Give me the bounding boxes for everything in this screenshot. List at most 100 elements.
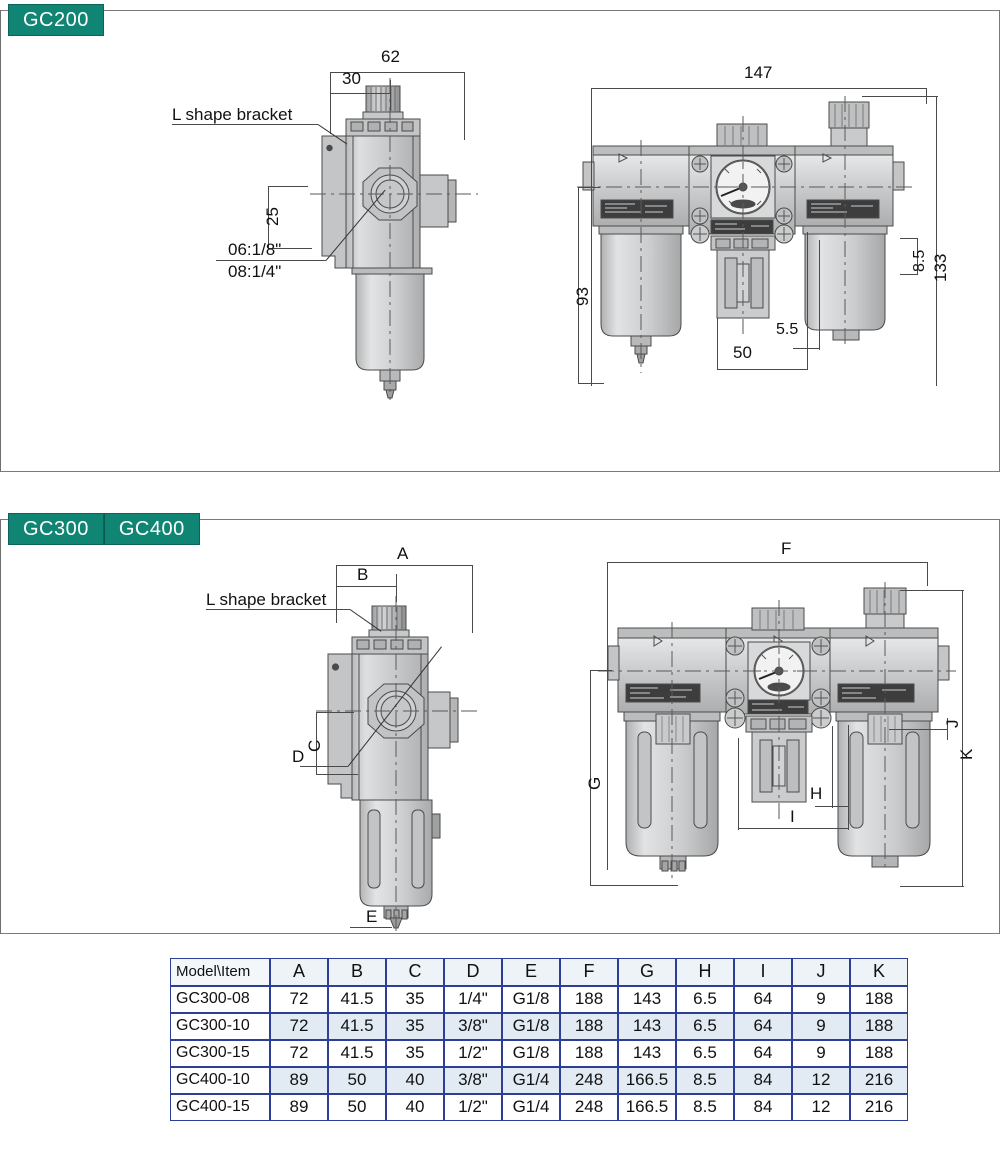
- dim-label-25: 25: [263, 207, 282, 226]
- drawing-gc300-frl-assembly: [598, 582, 956, 880]
- dim-ext-j-right: [947, 718, 948, 740]
- dim-ext-g-top: [590, 670, 612, 671]
- callout-underline-port: [216, 260, 326, 261]
- callout-port-06: 06:1/8": [228, 240, 282, 259]
- cell-model: GC400-10: [170, 1067, 270, 1094]
- dim-ext-h-mid: [832, 726, 833, 808]
- table-row: GC300-10 72 41.5 35 3/8" G1/8 188 143 6.…: [170, 1013, 908, 1040]
- cell-g: 143: [618, 986, 676, 1013]
- dim-label-f: F: [781, 539, 792, 558]
- cell-f: 188: [560, 986, 618, 1013]
- dim-ext-b-right: [396, 574, 397, 602]
- dim-line-f: [607, 562, 927, 563]
- dim-ext-i-right: [848, 725, 849, 830]
- cell-d: 1/2": [444, 1040, 502, 1067]
- cell-model: GC400-15: [170, 1094, 270, 1121]
- dim-label-d: D: [292, 747, 305, 766]
- cell-e: G1/4: [502, 1094, 560, 1121]
- dim-ext-f-left: [607, 562, 608, 870]
- dim-line-25: [268, 186, 269, 248]
- cell-j: 9: [792, 1013, 850, 1040]
- dim-label-g: G: [585, 776, 604, 790]
- cell-h: 8.5: [676, 1067, 734, 1094]
- dim-ext-c-top: [316, 712, 354, 713]
- cell-i: 64: [734, 1013, 792, 1040]
- dim-line-b: [336, 586, 396, 587]
- dim-label-b: B: [357, 565, 369, 584]
- dim-ext-62-right: [464, 72, 465, 140]
- cell-a: 89: [270, 1067, 328, 1094]
- th-a: A: [270, 958, 328, 986]
- dim-label-50: 50: [733, 343, 752, 362]
- cell-i: 84: [734, 1067, 792, 1094]
- panel-gc300-gc400: [0, 519, 1000, 934]
- drawing-gc300-single-unit: [316, 596, 480, 933]
- th-j: J: [792, 958, 850, 986]
- cell-k: 216: [850, 1094, 908, 1121]
- cell-e: G1/8: [502, 986, 560, 1013]
- cell-model: GC300-08: [170, 986, 270, 1013]
- dim-label-c: C: [305, 739, 324, 752]
- cell-h: 6.5: [676, 1013, 734, 1040]
- cell-j: 9: [792, 1040, 850, 1067]
- cell-a: 72: [270, 1040, 328, 1067]
- cell-h: 8.5: [676, 1094, 734, 1121]
- dim-ext-g-bot: [590, 885, 678, 886]
- tab-gc200[interactable]: GC200: [8, 4, 104, 36]
- tab-gc300[interactable]: GC300: [8, 513, 104, 545]
- dim-ext-a-left: [336, 565, 337, 623]
- cell-i: 64: [734, 1040, 792, 1067]
- dim-line-i: [738, 828, 848, 829]
- dim-ext-62-left: [330, 72, 331, 134]
- dim-label-h: H: [810, 784, 823, 803]
- th-i: I: [734, 958, 792, 986]
- dim-line-g: [590, 670, 591, 885]
- dim-ext-93-top: [578, 187, 600, 188]
- cell-d: 3/8": [444, 1067, 502, 1094]
- cell-g: 166.5: [618, 1094, 676, 1121]
- dim-label-j: J: [943, 719, 962, 729]
- dim-label-93: 93: [573, 287, 592, 306]
- cell-i: 64: [734, 986, 792, 1013]
- th-d: D: [444, 958, 502, 986]
- dim-line-50: [717, 369, 807, 370]
- cell-model: GC300-10: [170, 1013, 270, 1040]
- specification-table: Model\Item A B C D E F G H I J K GC300-0…: [170, 958, 908, 1121]
- cell-k: 188: [850, 986, 908, 1013]
- tab-gc400[interactable]: GC400: [103, 513, 200, 545]
- cell-d: 1/4": [444, 986, 502, 1013]
- dim-label-i: I: [790, 807, 795, 826]
- cell-i: 84: [734, 1094, 792, 1121]
- th-h: H: [676, 958, 734, 986]
- dim-label-e: E: [366, 907, 378, 926]
- dim-ext-f-right: [927, 562, 928, 586]
- dim-ext-k-top: [900, 590, 964, 591]
- dim-line-c: [316, 712, 317, 774]
- callout-l-shape-bracket-gc200: L shape bracket: [172, 105, 293, 124]
- cell-h: 6.5: [676, 986, 734, 1013]
- cell-k: 216: [850, 1067, 908, 1094]
- tab-group-gc300-gc400: GC300 GC400: [8, 513, 200, 545]
- cell-a: 72: [270, 1013, 328, 1040]
- dim-line-93: [578, 187, 579, 383]
- th-g: G: [618, 958, 676, 986]
- callout-underline-bracket-gc300: [206, 609, 350, 610]
- dim-line-d: [300, 766, 348, 767]
- cell-c: 40: [386, 1094, 444, 1121]
- cell-b: 50: [328, 1094, 386, 1121]
- cell-a: 72: [270, 986, 328, 1013]
- dim-label-8-5: 8.5: [911, 249, 928, 272]
- dim-ext-a-right: [472, 565, 473, 633]
- th-k: K: [850, 958, 908, 986]
- dim-ext-c-bot: [316, 774, 358, 775]
- cell-c: 35: [386, 1040, 444, 1067]
- dim-ext-5-5-right: [819, 240, 820, 350]
- drawing-gc200-frl-assembly: [577, 96, 915, 373]
- dim-ext-133-top: [862, 96, 938, 97]
- dim-ext-93-bot: [578, 383, 604, 384]
- cell-f: 188: [560, 1013, 618, 1040]
- dim-label-30: 30: [342, 69, 361, 88]
- th-f: F: [560, 958, 618, 986]
- th-c: C: [386, 958, 444, 986]
- dim-line-j: [889, 729, 947, 730]
